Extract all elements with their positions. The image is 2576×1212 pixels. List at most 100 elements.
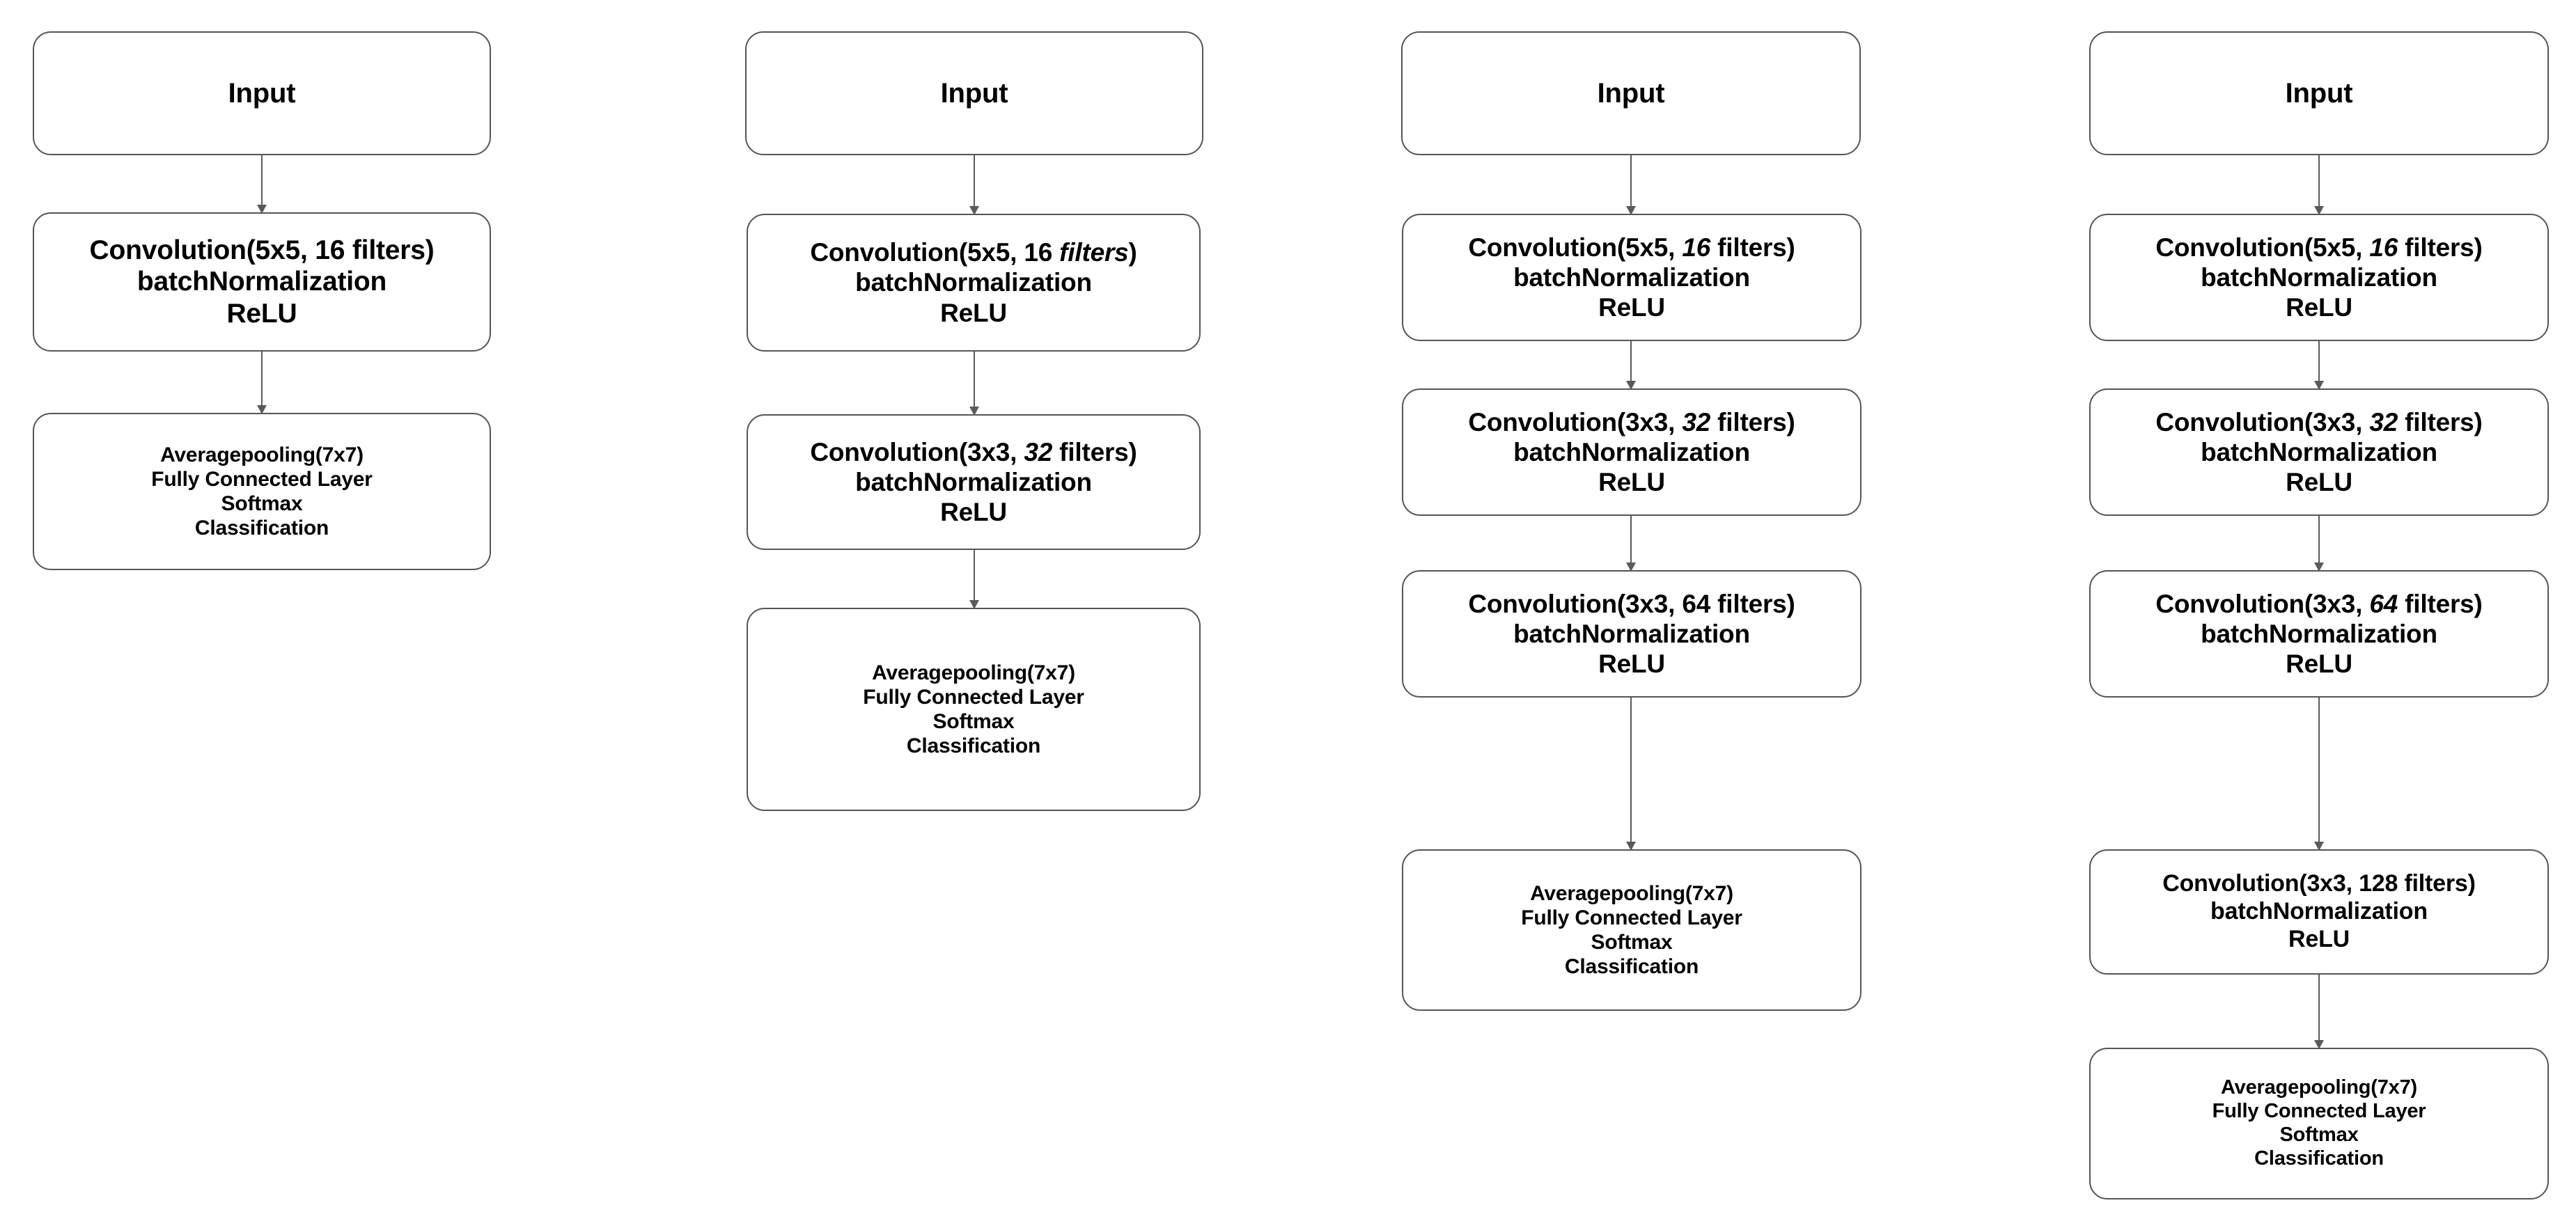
node-line: Averagepooling(7x7) <box>1530 881 1733 905</box>
node-line: Convolution(5x5, 16 filters) <box>2155 233 2483 262</box>
connector-c2-0 <box>969 155 979 215</box>
node-line: batchNormalization <box>1513 262 1750 292</box>
node-line: batchNormalization <box>2201 262 2437 292</box>
architecture-column-1: Input Convolution(5x5, 16 filters) batch… <box>0 0 529 1212</box>
arrow-head-icon <box>2314 562 2324 572</box>
node-line: Softmax <box>932 710 1015 733</box>
node-line: batchNormalization <box>136 267 387 297</box>
architecture-column-2: Input Convolution(5x5, 16 filters) batch… <box>0 0 1254 1212</box>
node-c4-conv1[interactable]: Convolution(5x5, 16 filters) batchNormal… <box>2089 214 2549 341</box>
node-line: Convolution(5x5, 16 filters) <box>89 235 435 265</box>
node-c3-input[interactable]: Input <box>1401 31 1861 155</box>
arrow-head-icon <box>1626 562 1636 572</box>
arrow-head-icon <box>1626 381 1636 390</box>
connector-c1-1 <box>257 352 267 414</box>
node-line: Input <box>1597 77 1665 109</box>
arrow-head-icon <box>1626 206 1636 215</box>
connector-c4-2 <box>2314 516 2324 572</box>
node-line: Convolution(3x3, 128 filters) <box>2162 870 2476 897</box>
node-line: Classification <box>1564 955 1699 979</box>
arrow-head-icon <box>1626 842 1636 851</box>
connector-c2-1 <box>969 352 979 416</box>
node-c3-conv1[interactable]: Convolution(5x5, 16 filters) batchNormal… <box>1402 214 1861 341</box>
node-line: batchNormalization <box>1513 619 1750 648</box>
node-c4-conv3[interactable]: Convolution(3x3, 64 filters) batchNormal… <box>2089 570 2549 698</box>
node-line: Convolution(3x3, 32 filters) <box>810 437 1137 466</box>
node-line: ReLU <box>2286 468 2352 497</box>
node-line: Input <box>228 77 296 109</box>
connector-c3-0 <box>1626 155 1636 215</box>
node-line: ReLU <box>940 298 1007 327</box>
node-line: Softmax <box>221 492 303 515</box>
node-c1-output[interactable]: Averagepooling(7x7) Fully Connected Laye… <box>33 413 491 570</box>
connector-c4-4 <box>2314 975 2324 1049</box>
node-c1-conv1[interactable]: Convolution(5x5, 16 filters) batchNormal… <box>33 212 491 352</box>
node-line: batchNormalization <box>855 268 1092 297</box>
node-c3-conv2[interactable]: Convolution(3x3, 32 filters) batchNormal… <box>1402 388 1861 516</box>
arrow-head-icon <box>2314 381 2324 390</box>
node-c1-input[interactable]: Input <box>33 31 491 155</box>
node-line: Classification <box>2254 1147 2384 1170</box>
node-line: Averagepooling(7x7) <box>872 661 1075 684</box>
node-line: Fully Connected Layer <box>151 467 373 491</box>
node-line: batchNormalization <box>2201 437 2437 466</box>
node-line: batchNormalization <box>855 467 1092 496</box>
node-line: ReLU <box>1598 650 1665 679</box>
connector-c4-3 <box>2314 698 2324 851</box>
node-c2-input[interactable]: Input <box>745 31 1203 155</box>
node-c3-output[interactable]: Averagepooling(7x7) Fully Connected Laye… <box>1402 849 1861 1011</box>
connector-c2-2 <box>969 550 979 609</box>
node-line: Convolution(3x3, 32 filters) <box>2155 407 2483 436</box>
arrow-head-icon <box>2314 206 2324 215</box>
node-line: Input <box>940 77 1008 109</box>
node-line: Convolution(3x3, 32 filters) <box>1468 407 1795 436</box>
node-line: Convolution(5x5, 16 filters) <box>810 238 1137 267</box>
architecture-column-3: Input Convolution(5x5, 16 filters) batch… <box>1401 31 1861 1011</box>
arrow-head-icon <box>257 405 267 414</box>
node-c4-output[interactable]: Averagepooling(7x7) Fully Connected Laye… <box>2089 1048 2549 1199</box>
node-line: Averagepooling(7x7) <box>2221 1076 2417 1099</box>
node-line: batchNormalization <box>1513 437 1750 466</box>
node-line: Input <box>2285 77 2353 109</box>
node-line: batchNormalization <box>2201 619 2437 648</box>
arrow-head-icon <box>969 206 979 215</box>
arrow-head-icon <box>969 407 979 416</box>
node-line: Fully Connected Layer <box>2212 1100 2426 1123</box>
node-line: ReLU <box>1598 468 1665 497</box>
connector-c4-1 <box>2314 341 2324 390</box>
node-line: Convolution(5x5, 16 filters) <box>1468 233 1795 262</box>
node-c3-conv3[interactable]: Convolution(3x3, 64 filters) batchNormal… <box>1402 570 1861 698</box>
node-c2-conv1[interactable]: Convolution(5x5, 16 filters) batchNormal… <box>747 214 1201 352</box>
arrow-head-icon <box>969 600 979 609</box>
node-c2-output[interactable]: Averagepooling(7x7) Fully Connected Laye… <box>747 608 1201 811</box>
node-c4-conv4[interactable]: Convolution(3x3, 128 filters) batchNorma… <box>2089 849 2549 975</box>
connector-c3-3 <box>1626 698 1636 851</box>
connector-c4-0 <box>2314 155 2324 215</box>
node-c4-input[interactable]: Input <box>2089 31 2549 155</box>
connector-c3-1 <box>1626 341 1636 390</box>
node-line: batchNormalization <box>2210 898 2428 925</box>
node-line: ReLU <box>226 298 297 329</box>
connector-c1-0 <box>257 155 267 214</box>
node-c2-conv2[interactable]: Convolution(3x3, 32 filters) batchNormal… <box>747 414 1201 550</box>
node-line: Softmax <box>1591 931 1673 954</box>
node-line: Classification <box>906 734 1041 758</box>
node-line: ReLU <box>1598 293 1665 322</box>
node-line: Classification <box>194 517 329 540</box>
node-line: ReLU <box>2286 650 2352 679</box>
arrow-head-icon <box>2314 1040 2324 1049</box>
node-line: Softmax <box>2279 1124 2359 1146</box>
node-line: Convolution(3x3, 64 filters) <box>2155 589 2483 618</box>
node-c4-conv2[interactable]: Convolution(3x3, 32 filters) batchNormal… <box>2089 388 2549 516</box>
arrow-head-icon <box>2314 842 2324 851</box>
node-line: Averagepooling(7x7) <box>160 443 364 466</box>
node-line: Fully Connected Layer <box>863 685 1084 709</box>
node-line: ReLU <box>2286 293 2352 322</box>
node-line: ReLU <box>940 498 1007 527</box>
node-line: Fully Connected Layer <box>1521 906 1742 929</box>
connector-c3-2 <box>1626 516 1636 572</box>
node-line: ReLU <box>2288 925 2350 952</box>
node-line: Convolution(3x3, 64 filters) <box>1468 589 1795 618</box>
